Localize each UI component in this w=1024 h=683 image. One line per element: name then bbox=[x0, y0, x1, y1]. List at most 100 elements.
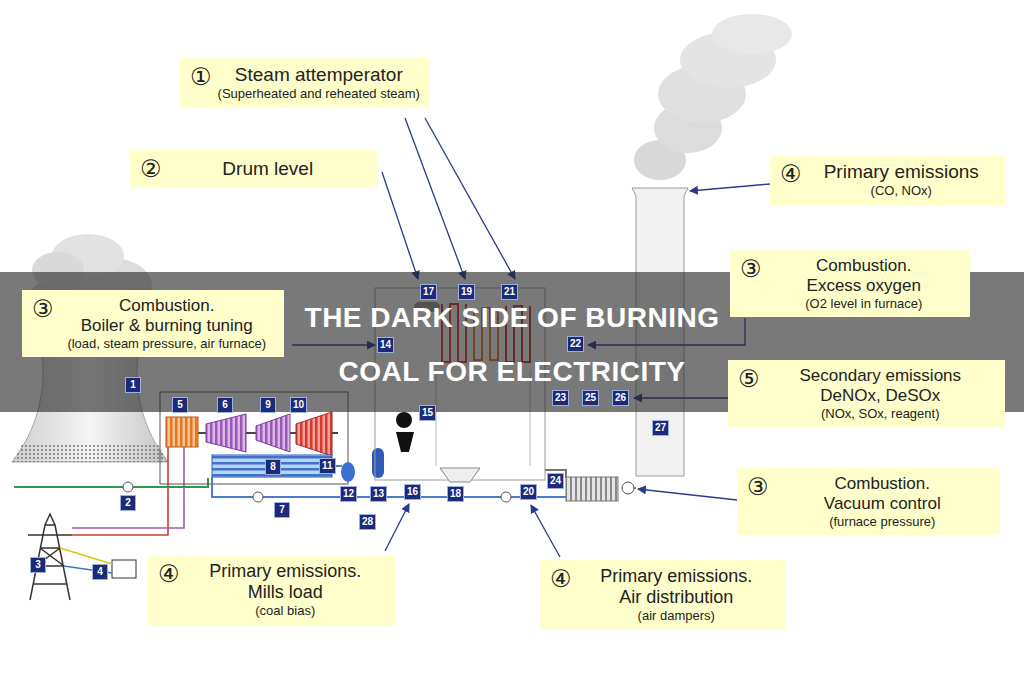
callout-note: (air dampers) bbox=[578, 608, 775, 623]
precipitator bbox=[566, 477, 618, 501]
callout-box: ③Combustion.Vacuum control(furnace press… bbox=[737, 468, 1000, 535]
callout-number: 23 bbox=[555, 392, 566, 403]
part-number-box: 9 bbox=[260, 397, 276, 413]
turbine-hall bbox=[256, 414, 290, 452]
callout-number: ④ bbox=[158, 561, 180, 587]
valve bbox=[622, 482, 634, 494]
callout-heading: DeNOx, DeSOx bbox=[766, 386, 995, 406]
part-number-box: 10 bbox=[290, 397, 307, 413]
callout-box: ④Primary emissions.Mills load(coal bias) bbox=[148, 555, 395, 625]
pylon bbox=[28, 514, 72, 600]
valve bbox=[622, 482, 634, 494]
callout-note: (CO, NOx) bbox=[808, 183, 995, 198]
callout-text: Drum level bbox=[168, 158, 368, 180]
cooling-water-pipe bbox=[14, 478, 208, 487]
callout-text: Combustion.Vacuum control(furnace pressu… bbox=[775, 474, 990, 529]
power-wires bbox=[72, 447, 168, 535]
callout-number: 14 bbox=[380, 339, 391, 350]
feedwater-tanks bbox=[341, 448, 384, 482]
callout-number: 8 bbox=[270, 461, 276, 472]
leader-line bbox=[531, 505, 560, 557]
valve bbox=[123, 482, 133, 492]
part-number-box: 20 bbox=[520, 484, 537, 500]
callout-text: Primary emissions.Air distribution(air d… bbox=[578, 566, 775, 624]
callout-number: 26 bbox=[615, 392, 626, 403]
part-number-box: 17 bbox=[420, 284, 437, 300]
callout-number: 27 bbox=[655, 422, 666, 433]
part-number-box: 8 bbox=[265, 459, 281, 475]
callout-number: ⑤ bbox=[738, 366, 760, 392]
part-number-box: 2 bbox=[120, 495, 136, 511]
callout-box: ④Primary emissions(CO, NOx) bbox=[770, 155, 1005, 205]
callout-number: 1 bbox=[130, 379, 136, 390]
title-banner bbox=[0, 272, 1024, 412]
callout-number: ④ bbox=[780, 161, 802, 187]
callout-number: 4 bbox=[97, 566, 103, 577]
part-number-box: 1 bbox=[125, 377, 141, 393]
callout-heading: Vacuum control bbox=[775, 494, 990, 514]
part-number-box: 11 bbox=[319, 458, 336, 474]
part-number-box: 18 bbox=[447, 486, 464, 502]
callout-number: 28 bbox=[362, 516, 373, 527]
callout-heading: Primary emissions. bbox=[578, 566, 775, 587]
part-number-box: 4 bbox=[92, 564, 108, 580]
valve bbox=[501, 492, 511, 502]
part-number-box: 3 bbox=[30, 557, 46, 573]
part-number-box: 25 bbox=[582, 390, 599, 406]
valve bbox=[253, 492, 263, 502]
coal-mill bbox=[396, 412, 414, 452]
smoke-plume bbox=[634, 14, 792, 180]
callout-heading: Boiler & burning tuning bbox=[60, 316, 274, 336]
precipitator bbox=[566, 477, 618, 501]
power-wires bbox=[60, 548, 112, 564]
part-number-box: 21 bbox=[501, 284, 518, 300]
leader-line bbox=[385, 504, 409, 551]
transformer bbox=[112, 560, 136, 578]
callout-box: ⑤Secondary emissionsDeNOx, DeSOx(NOx, SO… bbox=[728, 360, 1005, 427]
leader-line bbox=[690, 184, 770, 191]
turbine-hall bbox=[296, 412, 332, 456]
callout-number: 13 bbox=[373, 488, 384, 499]
leader-line bbox=[405, 118, 465, 279]
callout-number: 16 bbox=[407, 486, 418, 497]
cooling-tower bbox=[12, 444, 168, 462]
callout-number: 5 bbox=[177, 399, 183, 410]
callout-number: 18 bbox=[450, 488, 461, 499]
callout-number: ④ bbox=[550, 566, 572, 592]
callout-number: 3 bbox=[35, 559, 41, 570]
callout-number: 15 bbox=[422, 407, 433, 418]
callout-number: 20 bbox=[523, 486, 534, 497]
callout-number: 19 bbox=[461, 286, 472, 297]
callout-heading: Excess oxygen bbox=[768, 276, 960, 296]
callout-text: Combustion.Excess oxygen(O2 level in fur… bbox=[768, 256, 960, 311]
banner-title: THE DARK SIDE OF BURNING COAL FOR ELECTR… bbox=[277, 291, 747, 399]
transformer bbox=[112, 560, 136, 578]
feedwater-tanks bbox=[341, 462, 355, 482]
part-number-box: 7 bbox=[274, 502, 290, 518]
callout-number: 21 bbox=[504, 286, 515, 297]
turbine-hall bbox=[166, 417, 198, 447]
leader-line bbox=[382, 172, 418, 279]
part-number-box: 22 bbox=[567, 336, 584, 352]
part-number-box: 15 bbox=[419, 405, 436, 421]
callout-number: 24 bbox=[550, 475, 561, 486]
coal-mill bbox=[396, 432, 414, 452]
callout-heading: Air distribution bbox=[578, 587, 775, 608]
callout-note: (load, steam pressure, air furnace) bbox=[60, 336, 274, 351]
callout-text: Primary emissions(CO, NOx) bbox=[808, 161, 995, 199]
callout-heading: Combustion. bbox=[60, 296, 274, 316]
leader-line bbox=[638, 489, 737, 500]
callout-number: 25 bbox=[585, 392, 596, 403]
callout-note: (coal bias) bbox=[186, 603, 385, 618]
boiler bbox=[440, 468, 480, 482]
part-number-box: 6 bbox=[217, 397, 233, 413]
callout-heading: Primary emissions. bbox=[186, 561, 385, 582]
callout-heading: Drum level bbox=[168, 158, 368, 180]
callout-note: (Superheated and reheated steam) bbox=[218, 86, 420, 101]
valve bbox=[123, 482, 133, 492]
part-number-box: 26 bbox=[612, 390, 629, 406]
smoke-plume bbox=[712, 14, 792, 54]
part-number-box: 19 bbox=[458, 284, 475, 300]
part-number-box: 13 bbox=[370, 486, 387, 502]
